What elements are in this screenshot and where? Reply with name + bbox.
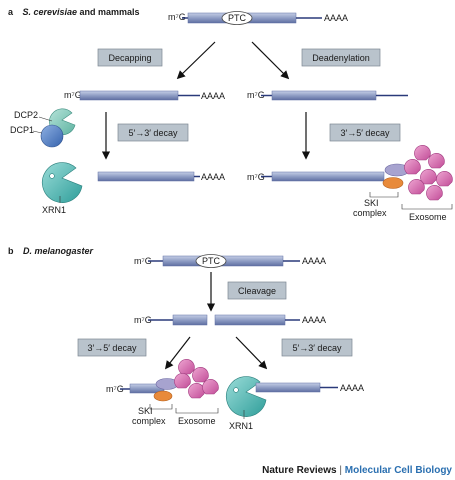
decay-35-label-b: 3′→5′ decay — [88, 343, 137, 353]
cap-label: m⁷G — [247, 172, 265, 182]
svg-text:a S. cerevisiae and mammal: a S. cerevisiae and mammals — [8, 2, 140, 19]
dcp2-label: DCP2 — [14, 110, 38, 120]
svg-text:b D. melanogaster: b D. melanogaster — [8, 241, 93, 258]
cleavage-label: Cleavage — [238, 286, 276, 296]
ptc-label: PTC — [228, 13, 247, 23]
decay-53-label-b: 5′→3′ decay — [293, 343, 342, 353]
decapping-label: Decapping — [108, 53, 151, 63]
ptc-marker — [221, 11, 253, 25]
polya-label: AAAA — [302, 315, 326, 325]
dcp1-label: DCP1 — [10, 125, 34, 135]
decay-53-label-a: 5′→3′ decay — [129, 128, 178, 138]
ski-complex-b — [153, 378, 179, 402]
xrn1-icon — [42, 162, 83, 203]
xrn1-label: XRN1 — [229, 421, 253, 431]
complex-label-b: complex — [132, 416, 166, 426]
panel-a-title-species: S. cerevisiae — [22, 7, 77, 17]
footer-journal: Nature Reviews — [262, 465, 337, 476]
exosome-b — [174, 359, 219, 399]
xrn1-icon — [226, 376, 267, 417]
dcp1-icon — [40, 124, 64, 148]
exosome-label-b: Exosome — [178, 416, 216, 426]
ski-orange-icon — [382, 177, 404, 189]
decay-53-box-b — [281, 338, 353, 357]
ptc-label: PTC — [202, 256, 221, 266]
panel-b-cleaved-mrna: m⁷G AAAA — [134, 314, 326, 326]
ski-complex-a — [382, 163, 410, 189]
panel-b-top-mrna: m⁷G PTC AAAA — [134, 254, 326, 268]
panel-a-xrn1-mrna: AAAA — [97, 171, 225, 182]
polya-label: AAAA — [340, 383, 364, 393]
complex-label-a: complex — [353, 208, 387, 218]
panel-a-exosome-mrna: m⁷G — [247, 171, 385, 182]
cap-label: m⁷G — [64, 90, 82, 100]
cleavage-box — [227, 281, 287, 300]
polya-label: AAAA — [201, 172, 225, 182]
cap-label: m⁷G — [134, 315, 152, 325]
cap-label: m⁷G — [134, 256, 152, 266]
panel-b-title-species: D. melanogaster — [23, 246, 94, 256]
footer-separator: | — [337, 465, 345, 476]
dcp-complex: DCP2 DCP1 — [10, 108, 76, 148]
panel-a-decapped-mrna: m⁷G AAAA — [64, 90, 225, 101]
decay-35-label-a: 3′→5′ decay — [341, 128, 390, 138]
footer-credit: Nature Reviews | Molecular Cell Biology — [262, 465, 452, 476]
deadenylation-label: Deadenylation — [312, 53, 370, 63]
panel-b-letter: b — [8, 246, 14, 256]
ptc-marker — [195, 254, 227, 268]
cap-label: m⁷G — [247, 90, 265, 100]
decay-35-box-a — [329, 123, 401, 142]
xrn1-b: XRN1 — [226, 376, 267, 431]
xrn1-a: XRN1 — [42, 162, 83, 215]
polya-label: AAAA — [201, 91, 225, 101]
panel-b-exosome-mrna: m⁷G — [106, 383, 165, 394]
exosome-label-a: Exosome — [409, 212, 447, 222]
xrn1-label: XRN1 — [42, 205, 66, 215]
decapping-box — [97, 48, 163, 67]
ski-label-b: SKI — [138, 406, 153, 416]
panel-a-deadenylated-mrna: m⁷G — [247, 90, 408, 101]
panel-a-title-rest: and mammals — [77, 7, 140, 17]
cap-label: m⁷G — [168, 12, 186, 22]
ski-label-a: SKI — [364, 198, 379, 208]
panel-a-letter: a — [8, 7, 14, 17]
polya-label: AAAA — [302, 256, 326, 266]
decay-35-box-b — [77, 338, 147, 357]
panel-b-xrn1-mrna: AAAA — [255, 382, 364, 393]
polya-label: AAAA — [324, 13, 348, 23]
decay-53-box-a — [117, 123, 189, 142]
footer-subjournal: Molecular Cell Biology — [345, 465, 453, 476]
deadenylation-box — [301, 48, 381, 67]
panel-a-top-mrna: m⁷G PTC AAAA — [168, 11, 348, 25]
cap-label: m⁷G — [106, 384, 124, 394]
exosome-a — [404, 145, 453, 201]
